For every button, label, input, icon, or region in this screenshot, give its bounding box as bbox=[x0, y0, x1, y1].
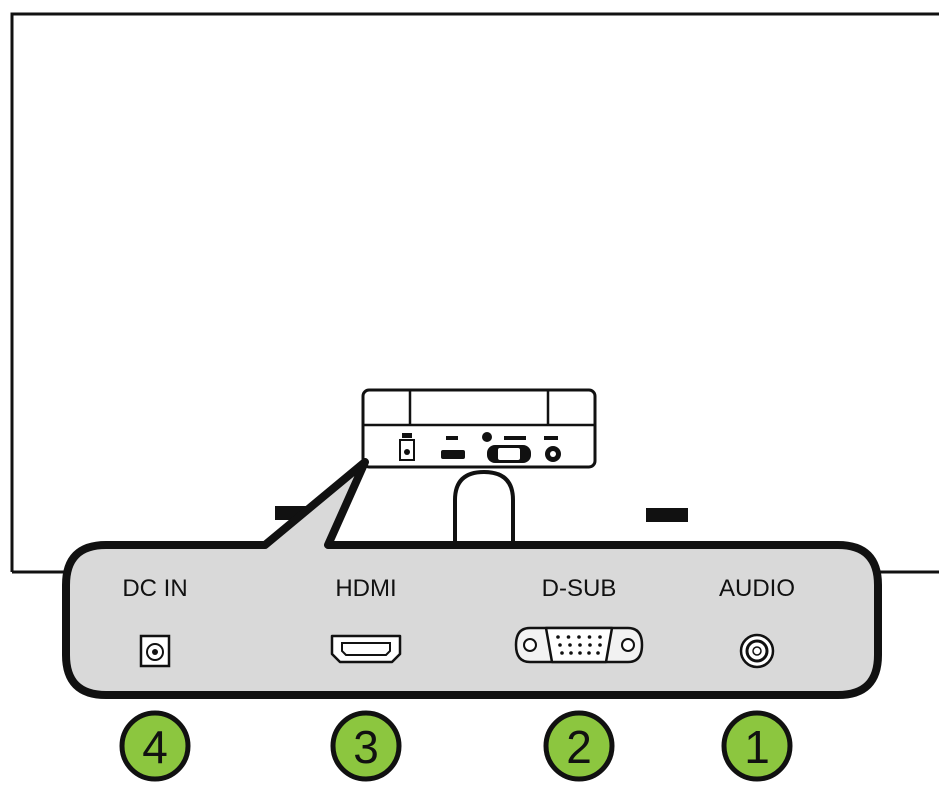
d-sub-pin bbox=[578, 651, 582, 655]
d-sub-pin bbox=[569, 651, 573, 655]
number-1: 1 bbox=[744, 721, 770, 773]
hdmi-label: HDMI bbox=[335, 575, 396, 602]
connector-box bbox=[361, 388, 597, 469]
d-sub-pin bbox=[587, 651, 591, 655]
d-sub-pin bbox=[596, 651, 600, 655]
monitor-back-outline bbox=[10, 12, 939, 574]
d-sub-pin bbox=[588, 643, 592, 647]
audio-port bbox=[739, 633, 775, 669]
d-sub-pin bbox=[556, 635, 560, 639]
number-callout-2: 2 bbox=[543, 710, 615, 782]
vent-slot-right bbox=[646, 508, 688, 522]
d-sub-pin bbox=[598, 643, 602, 647]
d-sub-pin bbox=[578, 643, 582, 647]
d-sub-pin bbox=[568, 643, 572, 647]
d-sub-port bbox=[514, 626, 644, 664]
d-sub-pin bbox=[577, 635, 581, 639]
hdmi-port bbox=[330, 634, 402, 664]
d-sub-pin bbox=[566, 635, 571, 639]
number-callout-1: 1 bbox=[721, 710, 793, 782]
d-sub-pin bbox=[598, 635, 602, 639]
d-sub-pin bbox=[558, 643, 562, 647]
d-sub-pin bbox=[587, 635, 592, 639]
mini-hdmi-port bbox=[441, 450, 465, 459]
number-4: 4 bbox=[142, 721, 168, 773]
number-2: 2 bbox=[566, 721, 592, 773]
dc-in-port bbox=[139, 634, 171, 668]
number-callout-4: 4 bbox=[119, 710, 191, 782]
number-3: 3 bbox=[353, 721, 379, 773]
callout-panel bbox=[62, 458, 882, 699]
dc-in-label: DC IN bbox=[122, 575, 187, 602]
audio-label: AUDIO bbox=[719, 575, 795, 602]
d-sub-label: D-SUB bbox=[542, 575, 617, 602]
d-sub-pin bbox=[560, 651, 564, 655]
number-callout-3: 3 bbox=[330, 710, 402, 782]
stand-neck bbox=[453, 469, 515, 548]
